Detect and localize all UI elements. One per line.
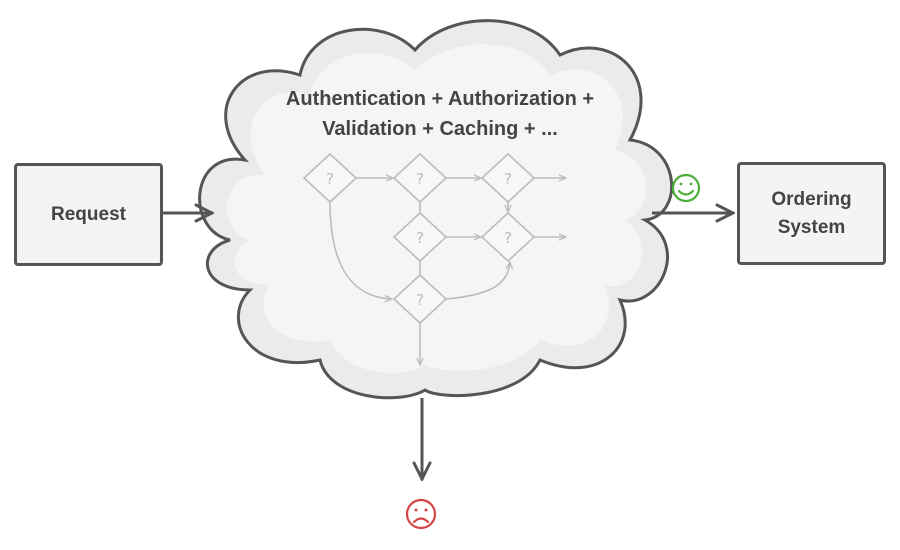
faded-flowchart <box>302 152 536 325</box>
cloud-inner-glow <box>227 44 647 373</box>
faded-question-marks: ? ? ? ? ? ? <box>326 170 512 309</box>
frowning-face-icon <box>405 498 437 530</box>
faded-connectors <box>329 178 566 365</box>
ordering-system-label: Ordering System <box>771 188 852 238</box>
ordering-system-box: Ordering System <box>737 162 886 265</box>
decision-symbol: ? <box>416 291 424 309</box>
decision-symbol: ? <box>504 229 512 247</box>
decision-symbol: ? <box>416 229 424 247</box>
request-box: Request <box>14 163 163 266</box>
request-label: Request <box>51 203 126 225</box>
decision-symbol: ? <box>504 170 512 188</box>
decision-symbol: ? <box>416 170 424 188</box>
cloud-title: Authentication + Authorization + Validat… <box>285 88 595 140</box>
smiley-face-icon <box>671 173 701 203</box>
decision-symbol: ? <box>326 170 334 188</box>
